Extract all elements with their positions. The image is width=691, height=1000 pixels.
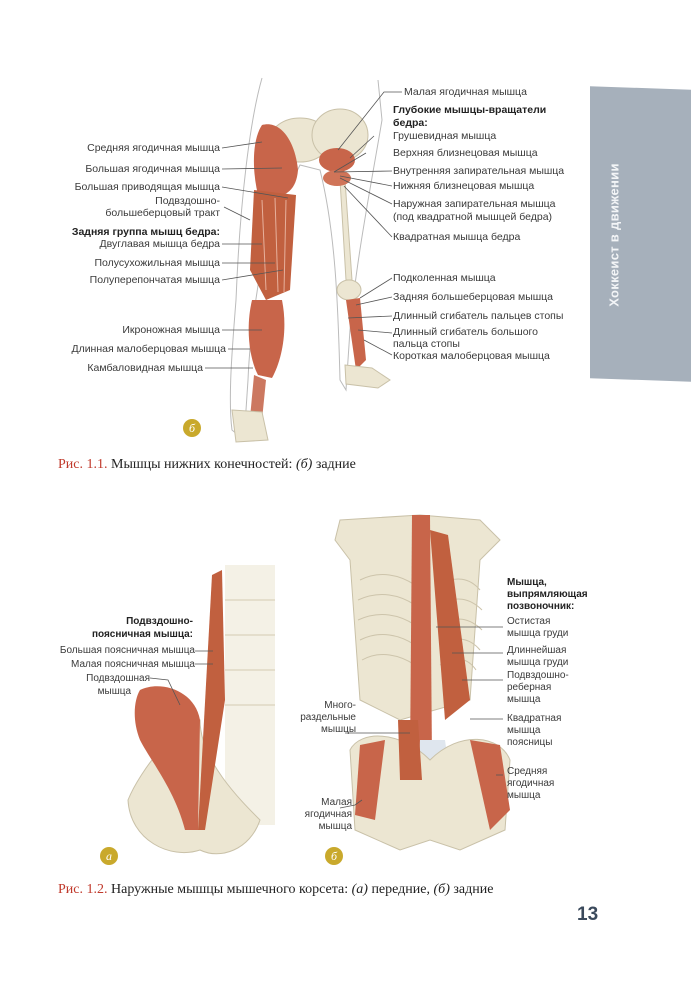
figure-1-badge-b: б: [183, 419, 201, 437]
label-iliotibial-tract-2: большеберцовый тракт: [105, 207, 220, 219]
label-multifidus-1: Много-: [324, 700, 356, 711]
label-iliocostalis-3: мышца: [507, 694, 541, 705]
label-obturator-externus-note: (под квадратной мышцей бедра): [393, 211, 553, 223]
label-popliteus: Подколенная мышца: [393, 272, 496, 284]
figure-2-badge-a: а: [100, 847, 118, 865]
figure-2-badge-b: б: [325, 847, 343, 865]
figure-1-caption-suffix: задние: [315, 457, 356, 472]
label-tibialis-posterior: Задняя большеберцовая мышца: [393, 291, 554, 303]
figure-1-caption-text: Мышцы нижних конечностей:: [111, 457, 293, 472]
label-erector-spinae-heading-1: Мышца,: [507, 577, 547, 588]
label-iliocostalis-2: реберная: [507, 682, 552, 693]
label-obturator-internus: Внутренняя запирательная мышца: [393, 165, 565, 177]
label-gluteus-minimus-2-1: Малая: [321, 797, 352, 808]
label-multifidus-2: раздельные: [300, 712, 356, 723]
label-gluteus-maximus: Большая ягодичная мышца: [85, 163, 220, 175]
figure-2-caption-marker-b: (б): [433, 882, 450, 897]
label-obturator-externus: Наружная запирательная мышца: [393, 198, 556, 210]
label-gluteus-minimus-2-3: мышца: [318, 821, 352, 832]
label-gluteus-minimus: Малая ягодичная мышца: [404, 86, 527, 98]
label-longissimus-1: Длиннейшая: [507, 645, 567, 656]
label-iliopsoas-heading-2: поясничная мышца:: [91, 629, 193, 640]
label-peroneus-longus: Длинная малоберцовая мышца: [71, 343, 226, 355]
label-piriformis: Грушевидная мышца: [393, 130, 497, 142]
figure-2-caption-text: Наружные мышцы мышечного корсета:: [111, 882, 349, 897]
label-iliocostalis-1: Подвздошно-: [507, 670, 569, 681]
label-quadratus-lumborum-2: мышца: [507, 725, 541, 736]
figure-1-caption: Рис. 1.1. Мышцы нижних конечностей: (б) …: [58, 457, 356, 473]
label-flexor-hallucis-longus-2: пальца стопы: [393, 338, 460, 350]
figure-1-caption-number: Рис. 1.1.: [58, 457, 108, 472]
label-deep-rotators-heading-2: бедра:: [393, 117, 428, 129]
label-semimembranosus: Полуперепончатая мышца: [89, 274, 220, 286]
label-multifidus-3: мышцы: [321, 724, 356, 735]
label-psoas-minor: Малая поясничная мышца: [71, 659, 195, 670]
figure-2-caption-number: Рис. 1.2.: [58, 882, 108, 897]
label-gluteus-minimus-2-2: ягодичная: [304, 809, 352, 820]
label-gemellus-inferior: Нижняя близнецовая мышца: [393, 180, 535, 192]
label-semitendinosus: Полусухожильная мышца: [94, 257, 220, 269]
label-iliopsoas-heading-1: Подвздошно-: [126, 616, 193, 627]
figure-2-caption-mid: передние,: [371, 882, 430, 897]
figure-2-caption: Рис. 1.2. Наружные мышцы мышечного корсе…: [58, 882, 493, 898]
label-spinalis-2: мышца груди: [507, 628, 569, 639]
page-number: 13: [577, 904, 599, 925]
label-spinalis-1: Остистая: [507, 616, 551, 627]
label-deep-rotators-heading-1: Глубокие мышцы-вращатели: [393, 104, 547, 116]
figure-2-caption-marker-a: (а): [351, 882, 368, 897]
label-gemellus-superior: Верхняя близнецовая мышца: [393, 147, 538, 159]
figure-1-caption-marker: (б): [295, 457, 313, 472]
label-gluteus-medius-2-1: Средняя: [507, 766, 548, 777]
label-flexor-hallucis-longus-1: Длинный сгибатель большого: [393, 326, 538, 338]
label-adductor-magnus: Большая приводящая мышца: [74, 181, 220, 193]
label-biceps-femoris: Двуглавая мышца бедра: [99, 238, 220, 250]
label-psoas-major: Большая поясничная мышца: [59, 645, 195, 656]
label-iliotibial-tract-1: Подвздошно-: [155, 195, 220, 207]
label-gluteus-medius-2-3: мышца: [507, 790, 541, 801]
label-quadratus-lumborum-1: Квадратная: [507, 713, 562, 724]
label-erector-spinae-heading-2: выпрямляющая: [507, 589, 588, 600]
label-quadratus-femoris: Квадратная мышца бедра: [393, 231, 521, 243]
label-quadratus-lumborum-3: поясницы: [507, 737, 553, 748]
label-peroneus-brevis: Короткая малоберцовая мышца: [393, 350, 550, 362]
label-longissimus-2: мышца груди: [507, 657, 569, 668]
label-gluteus-medius-2-2: ягодичная: [507, 778, 555, 789]
label-gastrocnemius: Икроножная мышца: [122, 324, 220, 336]
label-flexor-digitorum-longus: Длинный сгибатель пальцев стопы: [393, 310, 564, 322]
label-hamstrings-heading: Задняя группа мышц бедра:: [71, 226, 220, 238]
label-erector-spinae-heading-3: позвоночник:: [507, 601, 575, 612]
label-iliacus-1: Подвздошная: [86, 673, 150, 684]
figure-2-caption-suffix: задние: [453, 882, 494, 897]
label-iliacus-2: мышца: [97, 686, 131, 697]
label-gluteus-medius: Средняя ягодичная мышца: [87, 142, 220, 154]
label-soleus: Камбаловидная мышца: [87, 362, 203, 374]
